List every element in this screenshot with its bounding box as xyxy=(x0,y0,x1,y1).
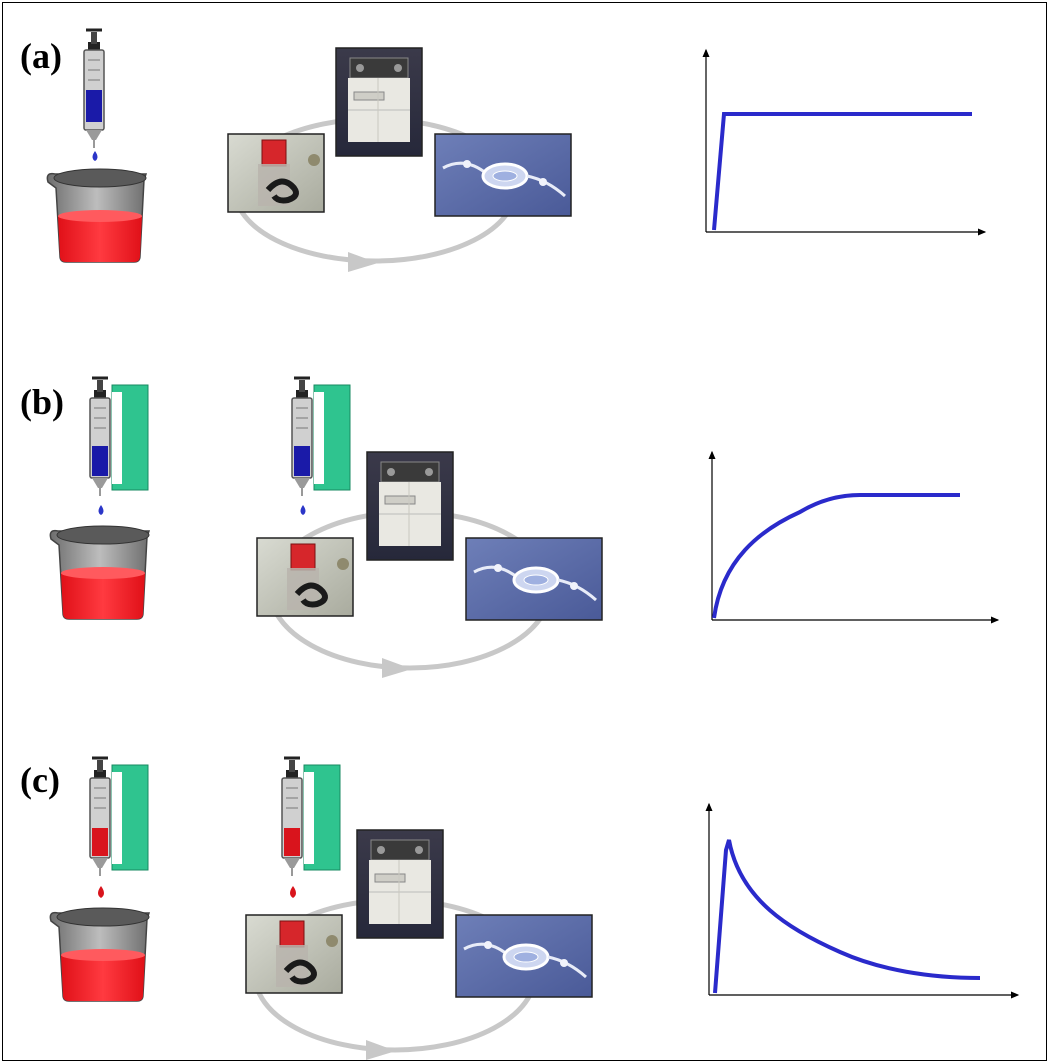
syringe-pump-holder xyxy=(111,384,149,491)
drop-icon xyxy=(300,505,306,515)
syringe-icon xyxy=(88,376,112,498)
syringe-pump-holder xyxy=(111,764,149,871)
reservoir-photo xyxy=(257,538,353,616)
circulation-arrow xyxy=(382,658,412,678)
panel-a xyxy=(46,28,987,272)
reservoir-photo xyxy=(246,915,342,993)
drop-icon xyxy=(290,886,296,898)
syringe-icon xyxy=(82,28,106,150)
pump-photo xyxy=(366,451,454,561)
syringe-tracer xyxy=(86,90,102,122)
flow-cell-photo xyxy=(464,536,604,622)
syringe-icon xyxy=(290,376,314,498)
beaker-icon xyxy=(49,525,150,620)
drop-icon xyxy=(92,151,98,161)
drop-icon xyxy=(98,505,104,515)
pump-photo xyxy=(356,829,444,939)
panel-c xyxy=(49,756,1020,1060)
panel-b xyxy=(49,376,1000,678)
reservoir-photo xyxy=(228,134,324,212)
drop-icon xyxy=(98,886,104,898)
flow-cell-photo xyxy=(433,132,573,218)
syringe-icon xyxy=(88,756,112,878)
response-curve xyxy=(712,112,972,231)
response-curve xyxy=(712,493,960,619)
pump-photo xyxy=(335,47,423,157)
response-graph-b xyxy=(708,450,1000,624)
circulation-arrow xyxy=(348,252,378,272)
response-graph-c xyxy=(705,802,1020,999)
beaker-icon xyxy=(46,168,147,263)
flow-cell-photo xyxy=(454,913,594,999)
syringe-pump-holder-2 xyxy=(313,384,351,491)
panel-label-c: (c) xyxy=(20,760,60,800)
panel-label-b: (b) xyxy=(20,382,64,422)
response-curve xyxy=(713,839,981,994)
syringe-pump-holder-2 xyxy=(303,764,341,871)
syringe-icon xyxy=(280,756,304,878)
circulation-arrow xyxy=(366,1040,396,1060)
response-graph-a xyxy=(702,48,987,236)
panel-label-a: (a) xyxy=(20,36,62,76)
beaker-icon xyxy=(49,907,150,1002)
